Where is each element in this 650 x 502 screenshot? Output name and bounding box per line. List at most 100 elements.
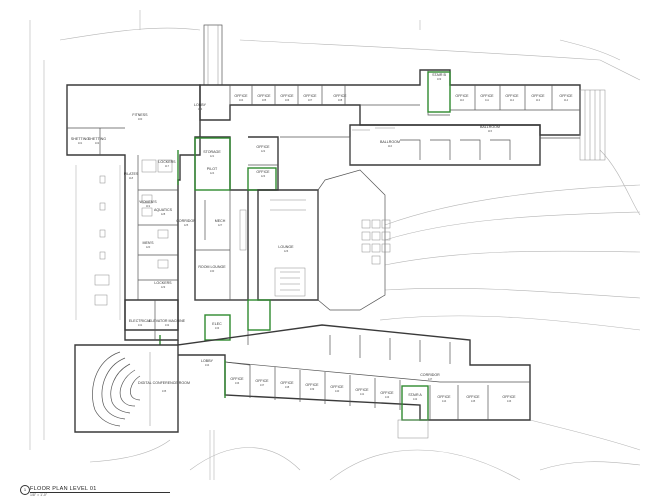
room-number-office-n4: 107 — [308, 98, 313, 102]
room-number-shetting2: 102 — [95, 141, 100, 145]
room-number-office-s6: 141 — [360, 392, 365, 396]
room-name-pilot: PILOT — [207, 167, 218, 171]
room-name-mech: MECH — [215, 219, 226, 223]
room-name-lockers: LOCKERS — [158, 160, 176, 164]
room-number-ballroom: 115 — [488, 129, 493, 133]
room-name-office-n2: OFFICE — [257, 94, 271, 98]
room-number-aquatics: 128 — [161, 212, 166, 216]
room-number-corridor-south: 147 — [428, 377, 433, 381]
drawing-number: 1 — [20, 485, 30, 495]
room-number-office-n3: 106 — [285, 98, 290, 102]
room-number-office-s2: 137 — [260, 383, 265, 387]
room-number-corridor: 125 — [184, 223, 189, 227]
room-number-office-s9: 145 — [471, 399, 476, 403]
room-number-office-n6: 110 — [460, 98, 465, 102]
room-name-fitness: FITNESS — [132, 113, 148, 117]
room-number-lobby-north: 103 — [198, 107, 203, 111]
room-name-elec-south: ELEC — [212, 322, 222, 326]
room-name-elevator: ELEVATOR MACHINE — [149, 319, 186, 323]
room-name-lounge: LOUNGE — [278, 245, 294, 249]
room-number-office-n10: 114 — [564, 98, 569, 102]
room-number-office-s7: 143 — [385, 395, 390, 399]
drawing-title: FLOOR PLAN LEVEL 01 — [30, 486, 97, 492]
south-wing — [177, 324, 531, 439]
room-name-office-s3: OFFICE — [280, 381, 294, 385]
room-number-mens: 120 — [146, 245, 151, 249]
room-name-office-c2: OFFICE — [256, 170, 270, 174]
room-number-office-s5: 140 — [335, 389, 340, 393]
drawing-scale: 1/8" = 1'-0" — [30, 493, 48, 497]
room-number-office-c2: 123 — [261, 174, 266, 178]
room-name-office-n8: OFFICE — [505, 94, 519, 98]
room-name-shetting1: SHETTING — [71, 137, 89, 141]
room-number-office-s1: 136 — [235, 381, 240, 385]
room-name-auditorium: DIGITAL CONFERENCE ROOM — [138, 381, 190, 385]
ballroom-block — [349, 124, 580, 166]
room-name-stair-b: STAIR B — [432, 73, 446, 77]
title-underline — [30, 492, 170, 493]
room-number-elec-south: 133 — [215, 326, 220, 330]
room-name-stair-a: STAIR A — [408, 393, 422, 397]
room-number-auditorium: 135 — [162, 389, 167, 393]
room-number-elevator: 132 — [165, 323, 170, 327]
room-number-office-s8: 144 — [442, 399, 447, 403]
center-block — [194, 136, 351, 345]
room-number-office-s10: 146 — [507, 399, 512, 403]
room-number-office-n7: 111 — [485, 98, 489, 102]
room-number-shetting1: 101 — [78, 141, 83, 145]
room-labels: FITNESS 100 SHETTING 101 SHETTING 102 LO… — [71, 73, 573, 403]
room-name-ballroom2: BALLROOM — [380, 140, 400, 144]
room-name-corridor: CORRIDOR — [176, 219, 196, 223]
room-name-office-n5: OFFICE — [333, 94, 347, 98]
room-number-lockers2: 129 — [161, 285, 166, 289]
room-name-lockers2: LOCKERS — [154, 281, 172, 285]
room-name-office-n9: OFFICE — [531, 94, 545, 98]
north-entry — [203, 24, 223, 86]
room-name-office-n3: OFFICE — [280, 94, 294, 98]
room-number-lobby-south: 134 — [205, 363, 210, 367]
courtyard — [317, 169, 391, 311]
room-name-office-s5: OFFICE — [330, 385, 344, 389]
room-name-office-s4: OFFICE — [305, 383, 319, 387]
room-name-storage: STORAGE — [203, 150, 221, 154]
room-name-room-lounge: ROOM LOUNGE — [198, 265, 226, 269]
room-name-office-n7: OFFICE — [480, 94, 494, 98]
room-number-office-n2: 105 — [262, 98, 267, 102]
room-number-office-n5: 108 — [338, 98, 343, 102]
room-number-stair-b: 109 — [437, 77, 442, 81]
room-name-office-c1: OFFICE — [256, 145, 270, 149]
room-number-office-n1: 104 — [239, 98, 244, 102]
room-name-office-s1: OFFICE — [230, 377, 244, 381]
room-name-office-s2: OFFICE — [255, 379, 269, 383]
room-name-office-n4: OFFICE — [303, 94, 317, 98]
room-name-pilates: PILATES — [124, 172, 139, 176]
room-name-ballroom: BALLROOM — [480, 125, 500, 129]
room-name-office-s8: OFFICE — [437, 395, 451, 399]
room-name-electrical: ELECTRICAL — [129, 319, 151, 323]
room-number-office-s4: 139 — [310, 387, 315, 391]
room-name-office-n10: OFFICE — [559, 94, 573, 98]
room-name-lobby-north: LOBBY — [194, 103, 207, 107]
room-number-office-n8: 112 — [510, 98, 515, 102]
auditorium — [74, 344, 179, 433]
room-name-corridor-south: CORRIDOR — [420, 373, 440, 377]
room-number-pilates: 118 — [129, 176, 134, 180]
room-name-lobby-south: LOBBY — [201, 359, 214, 363]
west-lawn-fixtures — [75, 165, 121, 320]
room-number-fitness: 100 — [138, 117, 143, 121]
room-number-office-s3: 138 — [285, 385, 290, 389]
room-number-womens: 119 — [146, 204, 151, 208]
room-number-lounge: 126 — [284, 249, 289, 253]
room-name-office-n6: OFFICE — [455, 94, 469, 98]
room-name-office-n1: OFFICE — [234, 94, 248, 98]
room-number-room-lounge: 130 — [210, 269, 215, 273]
room-name-aquatics: AQUATICS — [154, 208, 173, 212]
room-name-office-s10: OFFICE — [502, 395, 516, 399]
room-name-office-s6: OFFICE — [355, 388, 369, 392]
room-number-ballroom2: 116 — [388, 144, 393, 148]
room-number-pilot: 124 — [210, 171, 215, 175]
room-number-mech: 127 — [218, 223, 223, 227]
room-number-electrical: 131 — [138, 323, 143, 327]
room-name-shetting2: SHETTING — [88, 137, 106, 141]
